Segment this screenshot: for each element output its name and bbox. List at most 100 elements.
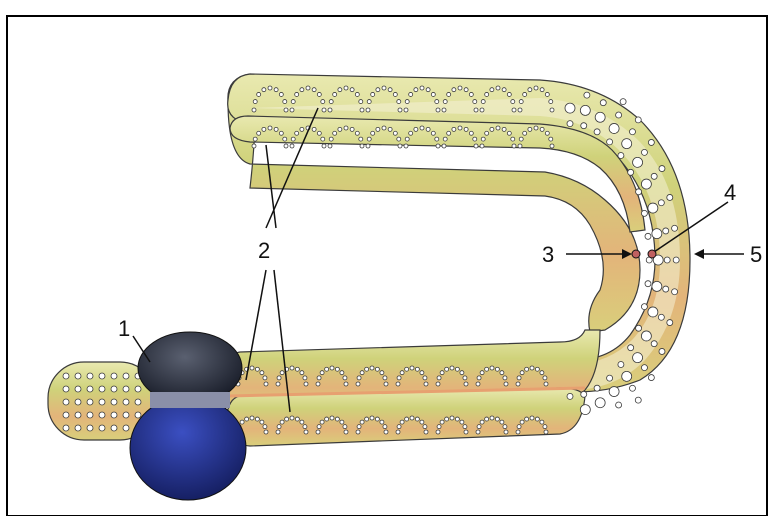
bead: [393, 92, 397, 96]
bead: [667, 320, 673, 326]
bead: [641, 149, 647, 155]
bead: [123, 399, 129, 405]
bead: [616, 402, 622, 408]
bead: [535, 417, 539, 421]
bead: [410, 416, 414, 420]
bead: [520, 420, 524, 424]
bead: [63, 373, 69, 379]
bead: [480, 371, 484, 375]
bead: [75, 386, 81, 392]
bead: [633, 353, 643, 363]
bead: [672, 225, 678, 231]
bead: [284, 144, 288, 148]
bead: [325, 417, 329, 421]
bead: [609, 123, 619, 133]
bead: [290, 144, 294, 148]
bead: [443, 137, 447, 141]
bead: [543, 425, 547, 429]
bead: [645, 281, 651, 287]
bead: [645, 233, 651, 239]
upper-arm: [228, 74, 690, 392]
bead: [75, 399, 81, 405]
bead: [359, 137, 363, 141]
bead: [333, 92, 337, 96]
marker-4: [648, 250, 656, 258]
bead: [99, 412, 105, 418]
bead: [523, 92, 527, 96]
bead: [111, 425, 117, 431]
marker-3: [632, 250, 640, 258]
bead: [641, 304, 647, 310]
bead: [447, 131, 451, 135]
bead: [300, 88, 304, 92]
bead: [284, 108, 288, 112]
bead: [264, 430, 268, 434]
bead: [276, 382, 280, 386]
bead: [450, 416, 454, 420]
bead: [480, 420, 484, 424]
bead: [257, 131, 261, 135]
bead: [495, 367, 499, 371]
bead: [581, 391, 587, 397]
bead: [519, 100, 523, 104]
bead: [481, 100, 485, 104]
bead: [658, 314, 664, 320]
bead: [304, 430, 308, 434]
bead: [414, 88, 418, 92]
bead: [594, 129, 600, 135]
bead: [343, 376, 347, 380]
bead: [135, 399, 141, 405]
bead: [540, 127, 544, 131]
bead: [255, 417, 259, 421]
bead: [609, 387, 619, 397]
bead: [365, 367, 369, 371]
bead: [511, 137, 515, 141]
bead: [260, 371, 264, 375]
bead: [651, 341, 657, 347]
bead: [317, 92, 321, 96]
bead: [253, 137, 257, 141]
bead: [495, 417, 499, 421]
bead: [344, 126, 348, 130]
bead: [534, 86, 538, 90]
bead: [480, 108, 484, 112]
bead: [431, 131, 435, 135]
bead: [485, 131, 489, 135]
bead: [255, 367, 259, 371]
bead: [312, 88, 316, 92]
bead: [442, 108, 446, 112]
bead: [380, 420, 384, 424]
bead: [291, 100, 295, 104]
bead: [338, 88, 342, 92]
bead: [518, 108, 522, 112]
bead: [240, 420, 244, 424]
bead: [252, 144, 256, 148]
bead: [424, 430, 428, 434]
bead: [295, 131, 299, 135]
bead: [476, 430, 480, 434]
label-3: 3: [542, 242, 554, 267]
bead: [431, 92, 435, 96]
bead: [420, 126, 424, 130]
bead: [636, 189, 642, 195]
bead: [300, 420, 304, 424]
bead: [329, 100, 333, 104]
bead: [283, 137, 287, 141]
blue-node: [130, 396, 246, 500]
bead: [651, 173, 657, 179]
bead: [87, 425, 93, 431]
bead: [500, 371, 504, 375]
bead: [277, 425, 281, 429]
bead: [517, 376, 521, 380]
bead: [290, 108, 294, 112]
bead: [300, 371, 304, 375]
bead: [540, 371, 544, 375]
bead: [500, 420, 504, 424]
bead: [397, 376, 401, 380]
bead: [320, 420, 324, 424]
bead: [276, 430, 280, 434]
bead: [111, 373, 117, 379]
bead: [473, 137, 477, 141]
bead: [340, 371, 344, 375]
bead: [367, 137, 371, 141]
